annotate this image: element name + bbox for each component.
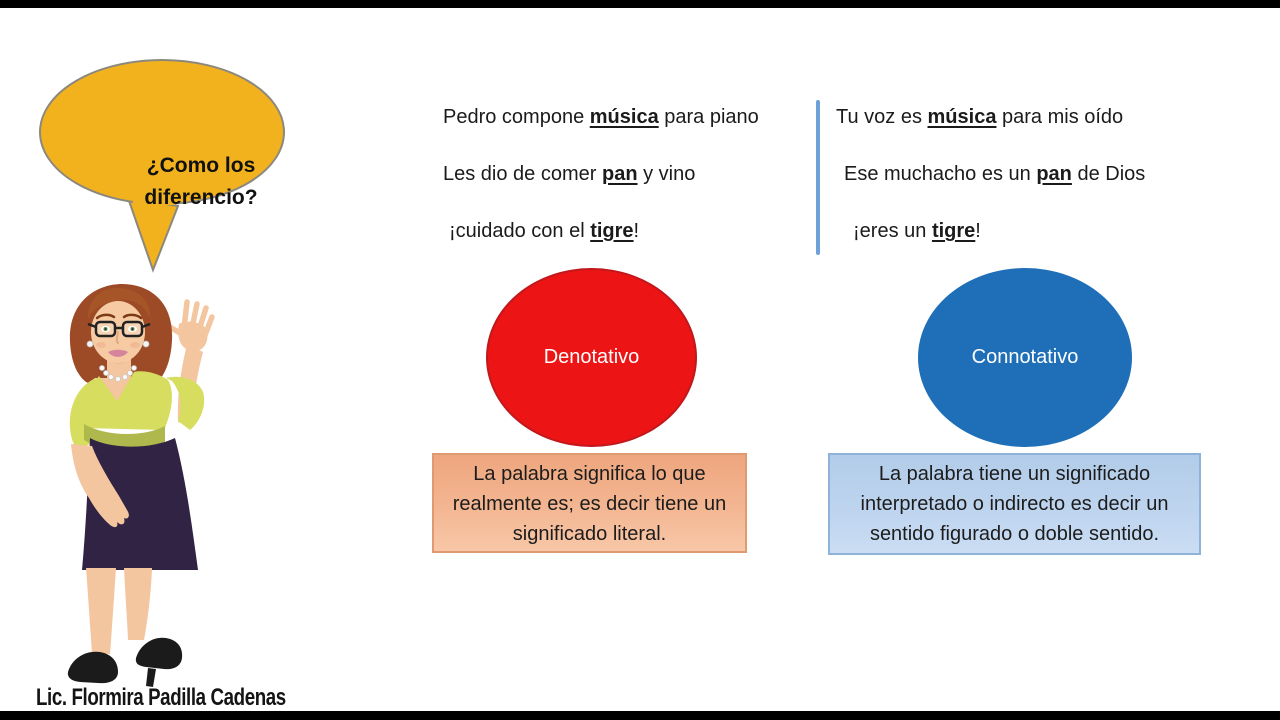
column-divider-line — [816, 100, 820, 255]
example-text: para mis oído — [996, 106, 1124, 128]
example-line: Ese muchacho es un pan de Dios — [836, 162, 1145, 187]
speech-bubble-shape — [39, 59, 285, 273]
bottom-letterbox-bar — [0, 711, 1280, 720]
denotative-label: Denotativo — [543, 346, 640, 368]
example-keyword: pan — [1036, 163, 1072, 185]
example-line: ¡cuidado con el tigre! — [443, 219, 759, 244]
top-letterbox-bar — [0, 0, 1280, 8]
legs — [86, 568, 152, 654]
denotative-definition-box: La palabra significa lo que realmente es… — [432, 453, 747, 553]
connotative-examples: Tu voz es música para mis oído Ese mucha… — [836, 105, 1145, 276]
example-text: de Dios — [1071, 163, 1146, 185]
example-text: Tu voz es — [836, 106, 928, 128]
example-text: para piano — [658, 106, 759, 128]
eyes — [101, 326, 137, 332]
example-text: Les dio de comer — [443, 163, 602, 185]
teacher-illustration — [67, 284, 215, 687]
example-keyword: música — [927, 106, 997, 128]
hanging-arm — [71, 444, 129, 528]
lips — [108, 349, 128, 357]
example-keyword: pan — [601, 163, 638, 185]
earring-right — [142, 340, 150, 348]
denotative-examples: Pedro compone música para piano Les dio … — [443, 105, 759, 276]
example-keyword: música — [589, 106, 659, 128]
blouse-hem — [84, 424, 165, 450]
example-text: Ese muchacho es un — [844, 163, 1037, 185]
denotative-definition-text: La palabra significa lo que realmente es… — [452, 463, 727, 545]
example-text: ! — [633, 220, 640, 242]
connotative-definition-text: La palabra tiene un significado interpre… — [860, 463, 1169, 545]
connotative-ellipse: Connotativo — [918, 268, 1132, 447]
hair-fringe — [87, 287, 151, 320]
blush-left — [96, 342, 106, 348]
example-text: ! — [975, 220, 981, 242]
example-line: ¡eres un tigre! — [836, 219, 1145, 244]
skirt — [82, 438, 198, 570]
connotative-label: Connotativo — [971, 346, 1079, 368]
connotative-definition-box: La palabra tiene un significado interpre… — [828, 453, 1201, 555]
shoes — [67, 637, 183, 687]
speech-bubble-text: ¿Como los diferencio? — [144, 154, 258, 209]
author-credit: Lic. Flormira Padilla Cadenas — [36, 684, 286, 711]
example-text: Pedro compone — [443, 106, 590, 128]
example-keyword: tigre — [590, 220, 634, 242]
example-text: ¡eres un — [853, 220, 932, 242]
speech-bubble: ¿Como los diferencio? — [38, 58, 288, 273]
earring-left — [86, 340, 94, 348]
speech-bubble-seam-patch — [133, 194, 175, 205]
nose — [115, 331, 119, 344]
pearl-necklace — [99, 365, 137, 382]
blouse — [69, 371, 205, 450]
example-line: Les dio de comer pan y vino — [443, 162, 759, 187]
example-text: ¡cuidado con el — [449, 220, 591, 242]
example-line: Tu voz es música para mis oído — [836, 105, 1145, 130]
example-line: Pedro compone música para piano — [443, 105, 759, 130]
eyebrows — [95, 313, 143, 320]
denotative-ellipse: Denotativo — [486, 268, 697, 447]
example-keyword: tigre — [931, 220, 976, 242]
example-text: y vino — [637, 163, 696, 185]
blush-right — [130, 342, 140, 348]
